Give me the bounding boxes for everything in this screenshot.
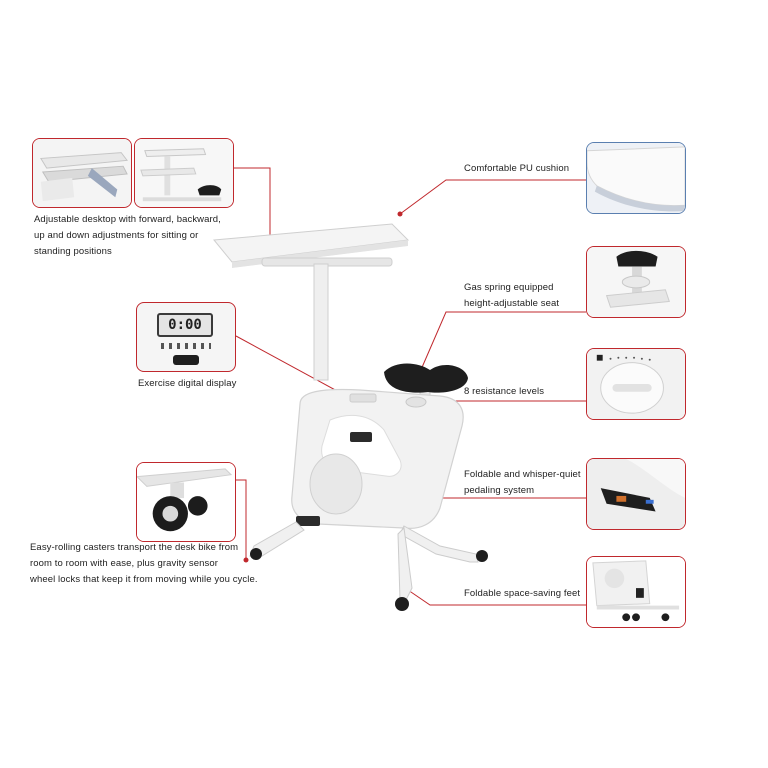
caption-casters-line-3: wheel locks that keep it from moving whi…: [30, 574, 258, 585]
caption-desktop-line-3: standing positions: [34, 246, 112, 257]
caption-cushion: Comfortable PU cushion: [464, 161, 584, 177]
caption-casters-line-1: Easy-rolling casters transport the desk …: [30, 542, 239, 553]
lcd-screen: 0:00: [157, 313, 213, 337]
desktop-detail-inset-1: [32, 138, 132, 208]
resistance-knob-inset: [586, 348, 686, 420]
caption-desktop: Adjustable desktop with forward, backwar…: [34, 212, 234, 260]
digital-display-inset: 0:00: [136, 302, 236, 372]
caster-detail-inset: [136, 462, 236, 542]
caption-desktop-line-1: Adjustable desktop with forward, backwar…: [34, 214, 221, 225]
caption-pedaling: Foldable and whisper-quiet pedaling syst…: [464, 467, 584, 499]
display-labels: [161, 343, 211, 349]
caption-display-line-1: Exercise digital display: [138, 378, 237, 389]
caption-resistance: 8 resistance levels: [464, 384, 584, 400]
lcd-readout: 0:00: [168, 317, 202, 333]
caption-casters-line-2: room to room with ease, plus gravity sen…: [30, 558, 219, 569]
desktop-detail-inset-2: [134, 138, 234, 208]
caption-feet-line-1: Foldable space-saving feet: [464, 588, 581, 599]
caption-seat-line-2: height-adjustable seat: [464, 298, 560, 309]
caption-display: Exercise digital display: [138, 376, 268, 392]
caption-seat: Gas spring equipped height-adjustable se…: [464, 280, 584, 312]
pedaling-system-inset: [586, 458, 686, 530]
caption-pedaling-line-1: Foldable and whisper-quiet: [464, 469, 581, 480]
caption-cushion-line-1: Comfortable PU cushion: [464, 163, 570, 174]
cushion-detail-inset: [586, 142, 686, 214]
caption-resistance-line-1: 8 resistance levels: [464, 386, 545, 397]
caption-seat-line-1: Gas spring equipped: [464, 282, 554, 293]
caption-feet: Foldable space-saving feet: [464, 586, 586, 602]
display-button: [173, 355, 199, 365]
caption-casters: Easy-rolling casters transport the desk …: [30, 540, 260, 588]
caption-desktop-line-2: up and down adjustments for sitting or: [34, 230, 199, 241]
foldable-feet-inset: [586, 556, 686, 628]
caption-pedaling-line-2: pedaling system: [464, 485, 535, 496]
gas-spring-seat-inset: [586, 246, 686, 318]
